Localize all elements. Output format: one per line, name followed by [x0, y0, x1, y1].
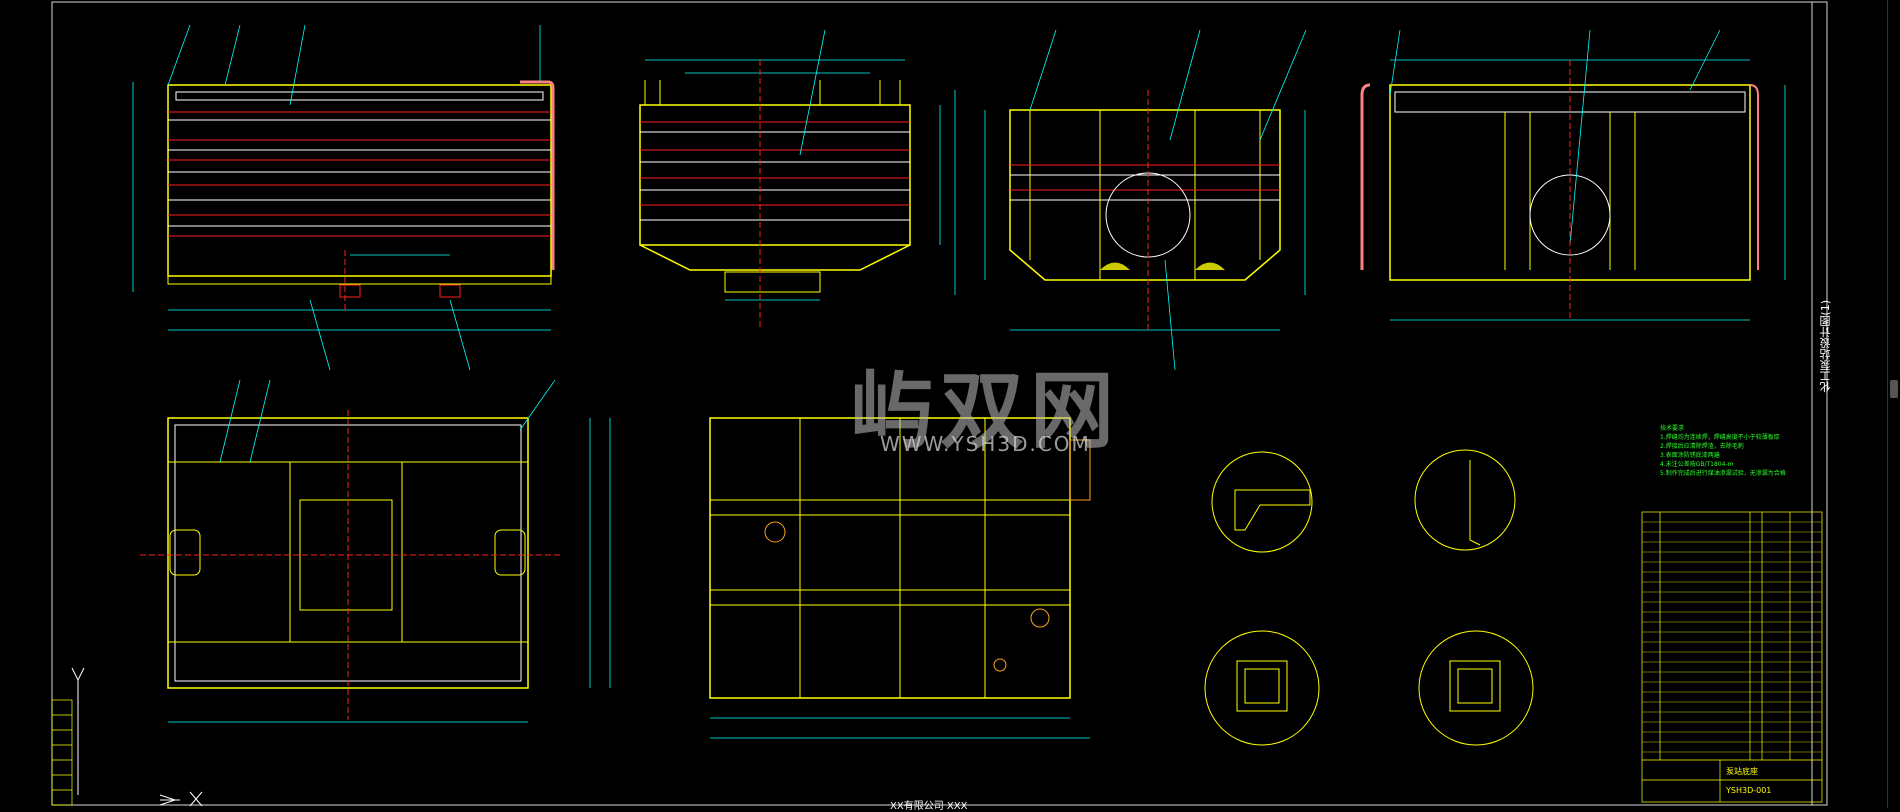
notes-line: 3.表面涂防锈底漆两遍: [1660, 452, 1720, 459]
section-view-b[interactable]: [1360, 29, 1786, 321]
notes-line: 4.未注公差按GB/T1804-m: [1660, 461, 1734, 468]
scrollbar-thumb[interactable]: [1890, 380, 1898, 398]
front-view[interactable]: [132, 24, 555, 371]
sheet-side-label: 化工泵站设计图(1): [1819, 300, 1832, 393]
sheet-border: [51, 1, 1828, 806]
plan-view[interactable]: [140, 379, 611, 723]
title-block-name: 泵站底座: [1726, 767, 1758, 776]
title-block-code: YSH3D-001: [1726, 786, 1772, 795]
notes-line: 1.焊缝均为连续焊，焊缝高度不小于较薄板厚: [1660, 434, 1780, 441]
ucs-icon: [71, 667, 203, 807]
detail-views[interactable]: [1204, 449, 1534, 746]
notes-title: 技术要求: [1660, 425, 1685, 432]
notes-line: 2.焊接后应清除焊渣，去除毛刺: [1660, 443, 1744, 450]
sheet-bottom-label: XX有限公司 XXX: [890, 801, 968, 812]
technical-notes: 技术要求 1.焊缝均为连续焊，焊缝高度不小于较薄板厚 2.焊接后应清除焊渣，去除…: [1660, 424, 1820, 478]
watermark-url: WWW.YSH3D.COM: [880, 432, 1091, 456]
side-view[interactable]: [639, 29, 956, 330]
watermark-logo-text: 屿双网: [850, 362, 1121, 460]
top-frame-view[interactable]: [709, 417, 1091, 739]
parts-list-table[interactable]: [1641, 511, 1823, 803]
notes-line: 5.制作完成后进行煤油渗漏试验，无渗漏为合格: [1660, 470, 1786, 477]
revision-block: [51, 699, 73, 806]
vertical-scrollbar[interactable]: [1887, 0, 1900, 808]
parts-list-rows: [1642, 521, 1822, 753]
section-view-a[interactable]: [984, 29, 1307, 371]
